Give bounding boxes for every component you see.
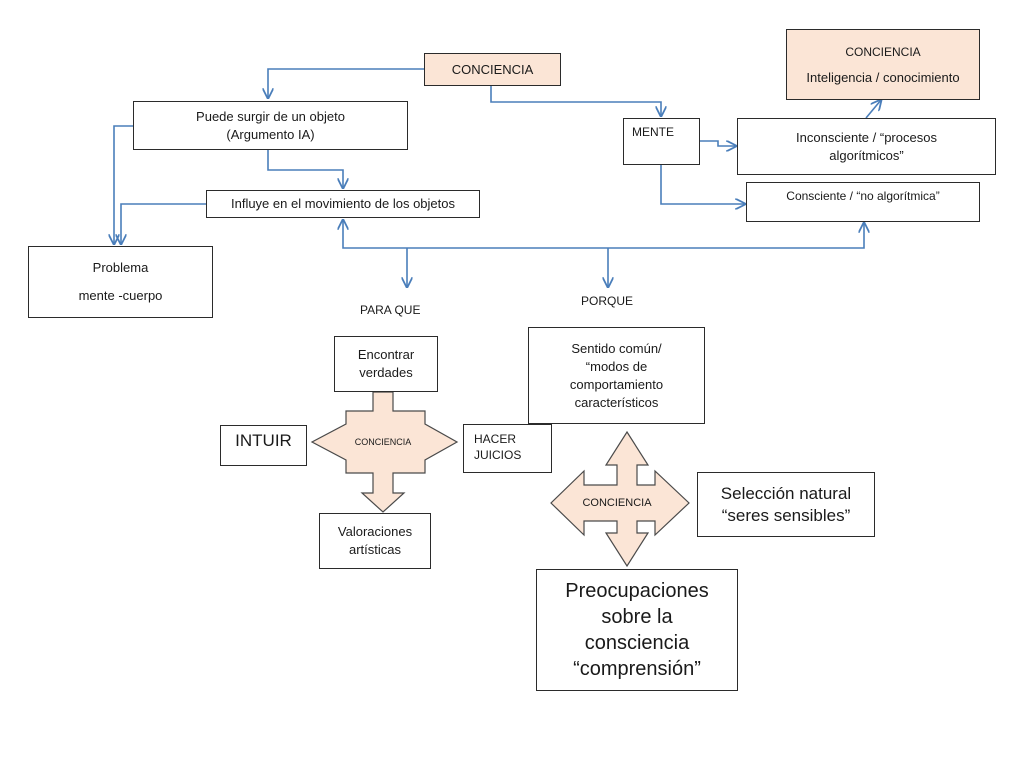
- node-preocupaciones: Preocupaciones sobre la consciencia “com…: [536, 569, 738, 691]
- node-label-line4: “comprensión”: [573, 658, 701, 680]
- node-inconsciente: Inconsciente / “procesos algorítmicos”: [737, 118, 996, 175]
- connector-puede-influye: [267, 150, 343, 188]
- node-label-line1: Valoraciones: [337, 524, 413, 539]
- node-seleccion-natural: Selección natural “seres sensibles”: [697, 472, 875, 537]
- node-influye: Influye en el movimiento de los objetos: [206, 190, 480, 218]
- node-label-line1: Puede surgir de un objeto: [196, 108, 345, 124]
- node-conciencia-top: CONCIENCIA: [424, 53, 561, 86]
- node-label-line1: Selección natural: [720, 483, 852, 503]
- node-label-line1: Encontrar: [357, 347, 415, 362]
- node-mente: MENTE: [623, 118, 700, 165]
- connector-mente-inconsciente: [700, 140, 736, 146]
- node-label-line2: “seres sensibles”: [721, 505, 851, 525]
- cross-arrow-left: [310, 391, 459, 513]
- cross-arrow-right: [550, 430, 690, 568]
- connector-influye-problema: [121, 203, 206, 244]
- node-problema: Problema mente -cuerpo: [28, 246, 213, 318]
- node-sentido-comun: Sentido común/ “modos de comportamiento …: [528, 327, 705, 424]
- connector-conciencia-mente: [490, 86, 661, 116]
- node-label-line2: sobre la: [601, 606, 673, 628]
- node-label: Influye en el movimiento de los objetos: [230, 196, 455, 211]
- node-label-line1: HACER: [474, 432, 517, 446]
- node-label-line2: artísticas: [348, 542, 401, 557]
- node-label-line1: Preocupaciones: [565, 580, 709, 602]
- connector-conciencia-puede: [268, 68, 424, 98]
- node-label-line4: característicos: [574, 394, 659, 410]
- connector-bar: [343, 220, 864, 249]
- node-puede-surgir: Puede surgir de un objeto (Argumento IA): [133, 101, 408, 150]
- node-label-line1: Sentido común/: [571, 340, 662, 356]
- label-porque: PORQUE: [581, 294, 634, 308]
- label-para-que: PARA QUE: [360, 303, 421, 317]
- node-label-line2: (Argumento IA): [226, 126, 315, 142]
- node-label-line1: CONCIENCIA: [845, 44, 921, 59]
- node-label: INTUIR: [235, 431, 292, 450]
- node-label-line1: Problema: [92, 260, 149, 275]
- node-label: CONCIENCIA: [451, 61, 534, 77]
- node-label: Consciente / “no algorítmica”: [786, 189, 940, 203]
- node-label-line3: comportamiento: [569, 376, 664, 392]
- node-label: MENTE: [632, 125, 674, 139]
- node-label-line2: “modos de: [585, 358, 648, 374]
- node-valoraciones: Valoraciones artísticas: [319, 513, 431, 569]
- node-consciente: Consciente / “no algorítmica”: [746, 182, 980, 222]
- node-intuir: INTUIR: [220, 425, 307, 466]
- node-hacer-juicios: HACER JUICIOS: [463, 424, 552, 473]
- node-label-line1: Inconsciente / “procesos: [796, 129, 937, 145]
- connector-inconsciente-inteligencia: [865, 100, 881, 119]
- node-label-line2: JUICIOS: [474, 448, 522, 462]
- node-label-line3: consciencia: [584, 632, 690, 654]
- node-label-line2: mente -cuerpo: [78, 288, 163, 303]
- node-conciencia-inteligencia: CONCIENCIA Inteligencia / conocimiento: [786, 29, 980, 100]
- node-encontrar-verdades: Encontrar verdades: [334, 336, 438, 392]
- connector-mente-consciente: [660, 165, 745, 204]
- node-label-line2: verdades: [359, 365, 413, 380]
- cross-arrow-right-label: CONCIENCIA: [582, 497, 652, 509]
- cross-arrow-left-label: CONCIENCIA: [354, 437, 412, 447]
- connector-puede-problema: [114, 125, 133, 244]
- node-label-line2: Inteligencia / conocimiento: [806, 69, 960, 85]
- node-label-line2: algorítmicos”: [829, 147, 904, 163]
